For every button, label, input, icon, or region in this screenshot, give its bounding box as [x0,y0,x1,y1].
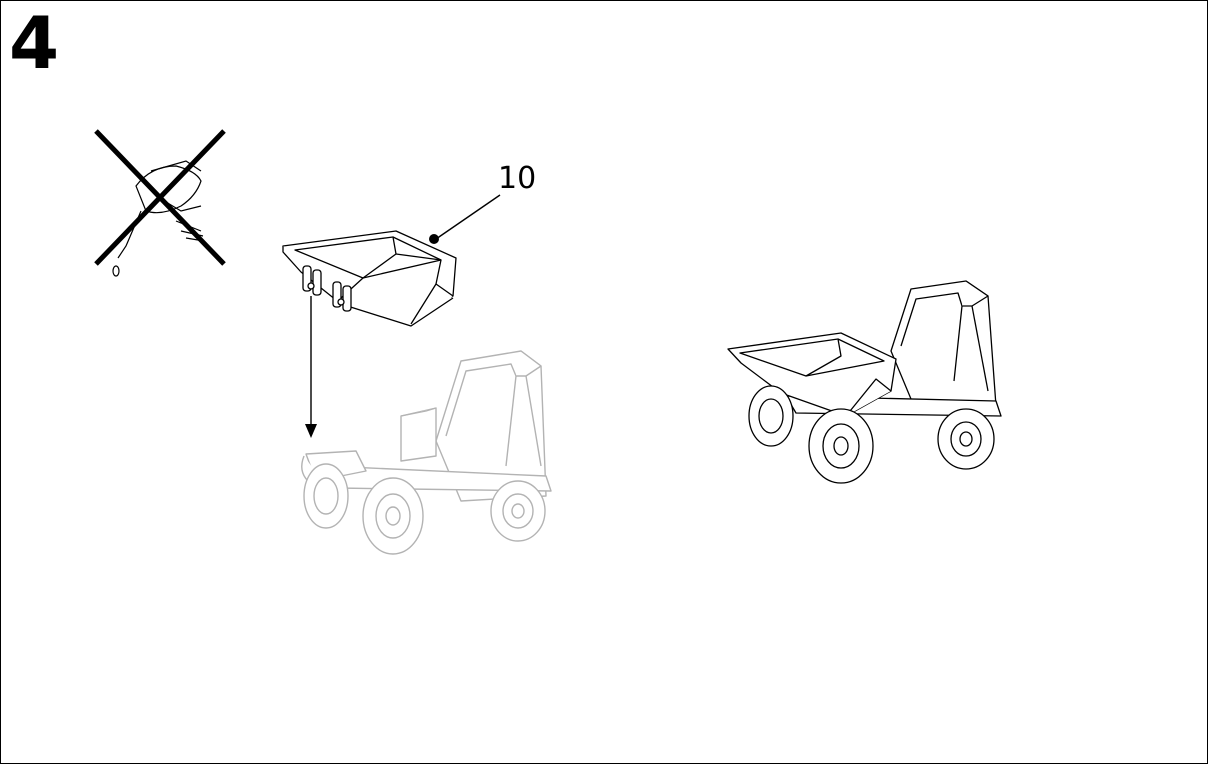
no-glue-icon [94,129,226,277]
step-number: 4 [9,1,59,85]
callout-leader [429,194,501,244]
dumper-chassis-ghost [301,350,552,555]
dump-bucket [282,230,457,327]
assembly-arrow [305,296,317,438]
dumper-assembled [727,280,1002,484]
part-number-label: 10 [498,161,537,196]
